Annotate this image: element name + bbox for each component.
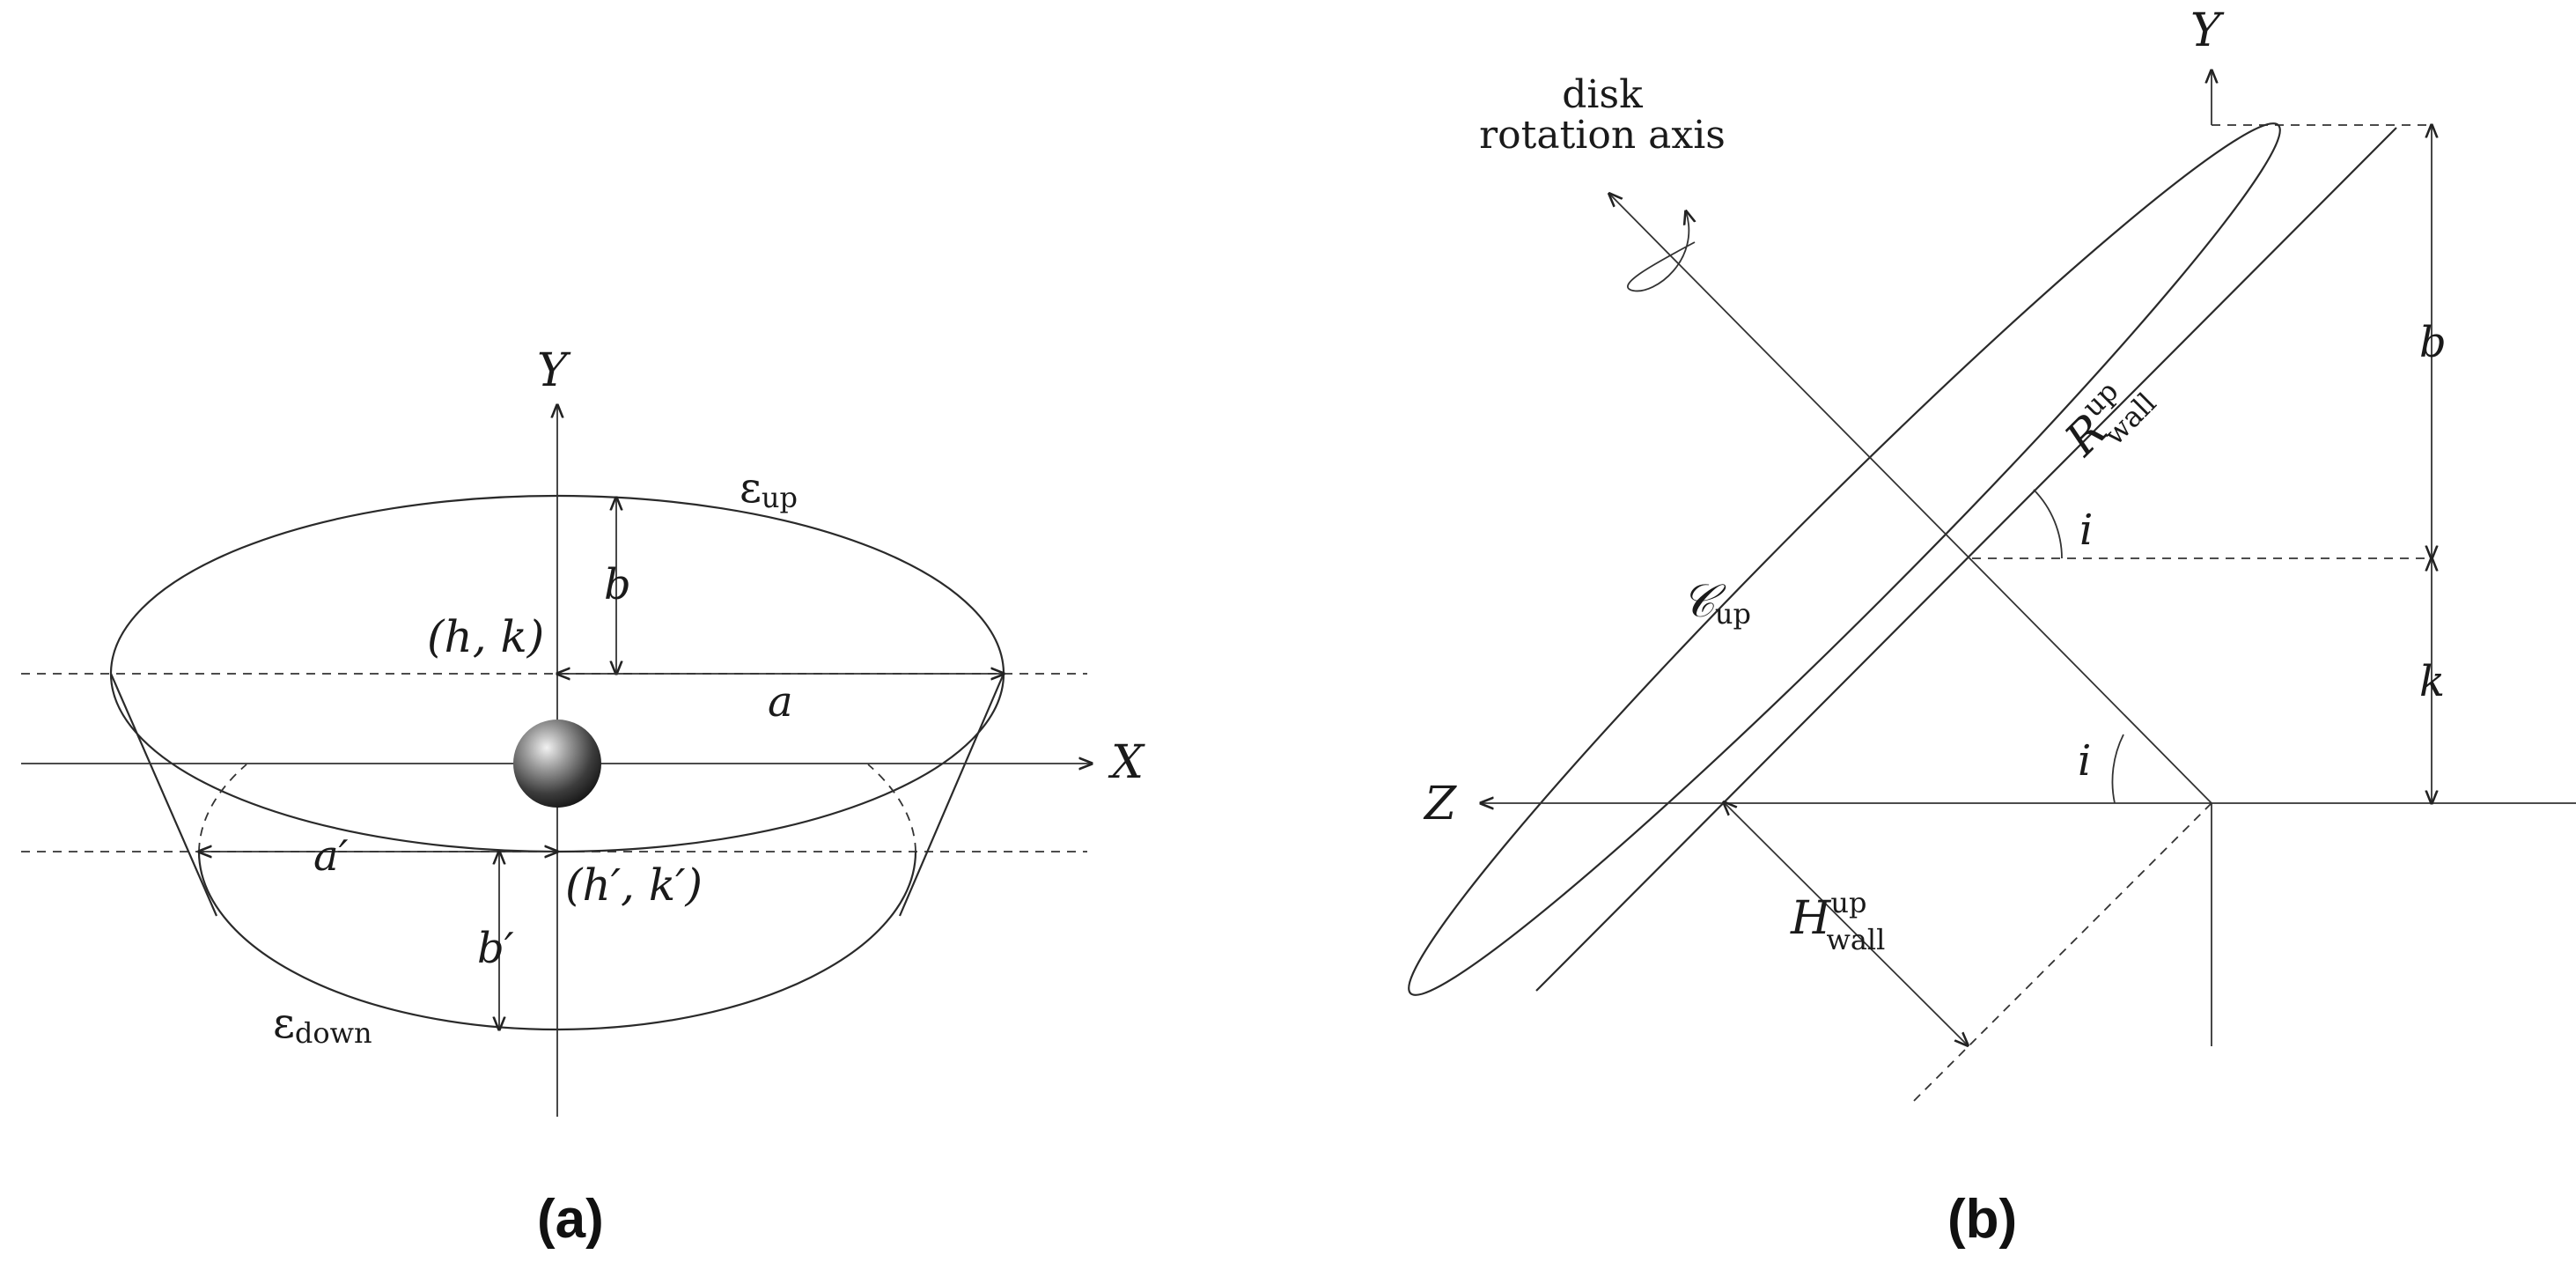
eps-down-sub: down [295, 1016, 372, 1050]
h-wall-sup: up [1830, 886, 1866, 919]
caption-b: (b) [1947, 1189, 2017, 1250]
cone-side-right [898, 673, 1005, 917]
label-h-wall: Hup wall [1790, 886, 1885, 956]
caption-a: (a) [537, 1189, 604, 1250]
eps-up-sub: up [762, 481, 798, 514]
ellipse-down-back-left [198, 764, 247, 852]
label-y-axis-a: Y [537, 344, 571, 397]
label-eps-down: εdown [273, 999, 372, 1050]
central-sphere [513, 720, 601, 808]
angle-arc-top [2033, 489, 2063, 559]
disk-diameter-line [1535, 127, 2397, 992]
cone-side-left [109, 673, 218, 917]
disk-rotation-axis [1609, 194, 2212, 804]
label-y-axis-b: Y [2190, 4, 2225, 57]
angle-arc-bottom [2111, 734, 2124, 804]
label-hk: (h, k) [427, 611, 544, 662]
label-disk: disk [1562, 72, 1643, 117]
label-k-b: k [2419, 657, 2445, 706]
dashed-lower-diagonal [1910, 802, 2212, 1105]
h-wall-sub: wall [1826, 923, 1885, 956]
label-c-up: 𝒞up [1682, 575, 1751, 631]
c-up-sub: up [1715, 597, 1751, 631]
label-angle-i-bottom: i [2078, 736, 2091, 786]
label-x-axis-a: X [1108, 736, 1145, 789]
h-wall-arrow [1724, 802, 1968, 1045]
label-b-a: b [604, 560, 631, 609]
eps-up-symbol: ε [740, 463, 762, 513]
eps-down-symbol: ε [273, 999, 295, 1048]
rotation-indicator-icon [1627, 211, 1695, 292]
label-b-prime: b′ [477, 924, 514, 973]
ellipse-down-back-right [867, 764, 916, 852]
label-b-b: b [2419, 318, 2447, 367]
label-a-prime: a′ [313, 831, 349, 881]
h-wall-symbol: H [1790, 892, 1832, 945]
label-angle-i-top: i [2079, 506, 2093, 555]
tilted-disk-ellipse [1408, 122, 2281, 996]
panel-a: Y X εup εdown b a (h, k) a′ b′ (h′, k′) … [21, 344, 1145, 1250]
label-hk-prime: (h′, k′) [565, 860, 703, 911]
label-z-axis: Z [1423, 778, 1457, 830]
label-a: a [768, 677, 793, 727]
label-eps-up: εup [740, 463, 798, 514]
label-rotation-axis: rotation axis [1479, 113, 1726, 158]
